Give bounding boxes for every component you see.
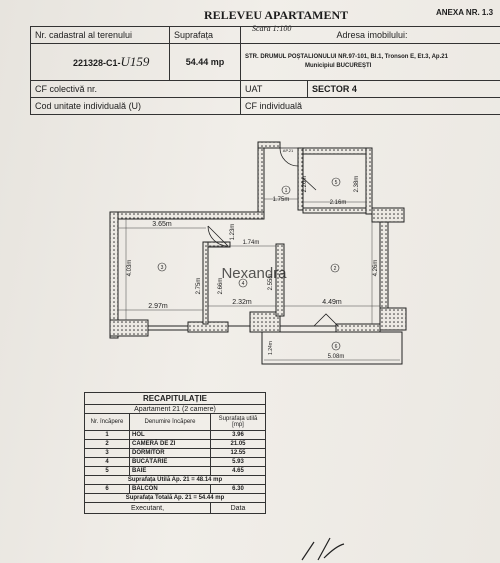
dimension-label: 2.16m (330, 200, 347, 206)
dimension-label: 4.03m (127, 260, 133, 277)
signature-scribble (301, 537, 345, 561)
dimension-label: 5.08m (328, 354, 345, 360)
dimension-label: 2.97m (148, 303, 168, 310)
table-row: 5 BAIE 4.65 (84, 466, 266, 476)
svg-text:1: 1 (285, 188, 288, 194)
table-row: 3 DORMITOR 12.55 (84, 448, 266, 458)
cf-individual-label: CF individuală (240, 97, 500, 115)
col-header-nr: Nr. încăpere (84, 413, 130, 431)
dimension-label: 2.38m (354, 176, 360, 193)
room-number-4: 4 (238, 278, 248, 288)
door-label: AP.21 (283, 148, 294, 153)
wall (365, 147, 373, 215)
dimension-label: 2.66m (218, 278, 224, 295)
room-number-1: 1 (281, 185, 291, 195)
watermark-text: Nexandra (221, 265, 287, 282)
address-line-1: STR. DRUMUL POȘTALIONULUI NR.97-101, Bl.… (245, 54, 448, 60)
table-row: 1 HOL 3.96 (84, 430, 266, 440)
svg-text:2: 2 (334, 266, 337, 272)
wall (109, 319, 149, 337)
table-row: 6 BALCON 6.30 (84, 484, 266, 494)
wall (207, 241, 231, 248)
wall (257, 141, 281, 149)
wall (109, 211, 119, 339)
room-number-5: 5 (331, 177, 341, 187)
wall (257, 141, 265, 217)
dimension-label: 2.55m (268, 274, 274, 291)
wall (371, 207, 405, 223)
grand-total: Suprafața Totală Ap. 21 = 54.44 mp (84, 493, 266, 503)
svg-text:6: 6 (335, 344, 338, 350)
recap-table: RECAPITULAȚIE Apartament 21 (2 camere) N… (84, 392, 266, 514)
svg-text:4: 4 (242, 281, 245, 287)
wall (297, 147, 304, 211)
dimension-label: 3.65m (152, 221, 172, 228)
dimension-label: 1.74m (243, 240, 260, 246)
wall (335, 323, 381, 333)
table-row: 2 CAMERĂ DE ZI 21.05 (84, 439, 266, 449)
dimension-label: 1.24m (268, 341, 274, 355)
wall (302, 207, 367, 214)
table-row: 4 BUCĂTĂRIE 5.93 (84, 457, 266, 467)
wall (109, 211, 265, 220)
room-number-2: 2 (330, 263, 340, 273)
svg-text:5: 5 (335, 180, 338, 186)
property-info-table: Nr. cadastral al terenului Suprafața Adr… (30, 26, 500, 115)
wall (202, 241, 209, 325)
wall (379, 307, 407, 331)
address-value-cell: STR. DRUMUL POȘTALIONULUI NR.97-101, Bl.… (240, 43, 500, 81)
date-label: Data (210, 502, 266, 514)
executed-label: Executant, (84, 502, 211, 514)
dimension-label: 4.26m (373, 260, 379, 277)
recap-subtitle: Apartament 21 (2 camere) (84, 404, 266, 414)
cadastral-handwritten: U159 (120, 54, 150, 69)
wall (275, 243, 285, 317)
useful-total: Suprafața Utilă Ap. 21 = 48.14 mp (84, 475, 266, 485)
col-header-area: Suprafața utilă [mp] (210, 413, 266, 431)
annex-number: ANEXA NR. 1.3 (436, 8, 494, 17)
dimension-label: 2.26m (302, 176, 308, 193)
dimension-label: 2.75m (196, 278, 202, 295)
dimension-label: 1.23m (230, 224, 236, 241)
room-number-3: 3 (157, 262, 167, 272)
dimension-label: 1.75m (273, 197, 290, 203)
surface-value: 54.44 mp (169, 43, 241, 81)
room-number-6: 6 (331, 341, 341, 351)
svg-text:3: 3 (161, 265, 164, 271)
col-header-name: Denumire încăpere (129, 413, 211, 431)
balcony-outline (261, 331, 403, 365)
dimension-label: 2.32m (232, 299, 252, 306)
cadastral-value: 221328-C1- (73, 58, 121, 68)
document-title: RELEVEU APARTAMENT (204, 8, 349, 22)
recap-title: RECAPITULAȚIE (84, 392, 266, 405)
address-line-2: Municipiul BUCUREȘTI (305, 63, 372, 69)
wall (297, 147, 373, 155)
dimension-label: 4.49m (322, 299, 342, 306)
